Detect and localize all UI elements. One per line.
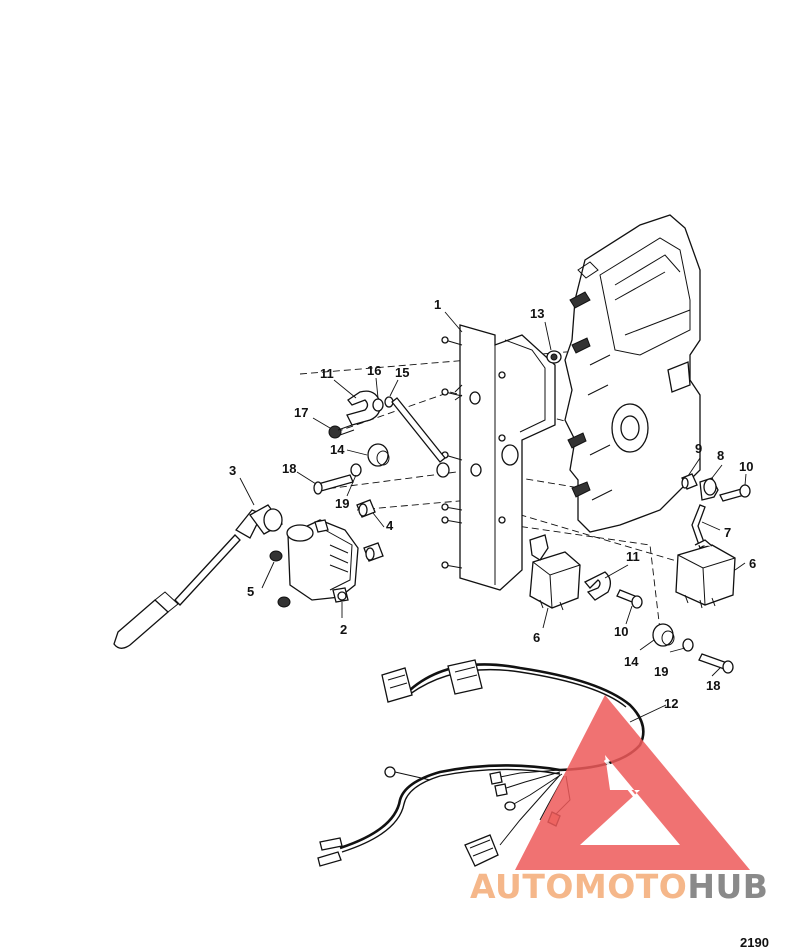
callout-14-right: 14 [624,654,639,669]
electrical-module-housing [564,214,701,533]
grommet-14-right [652,623,675,647]
grommet-14-left [367,443,390,467]
callout-16: 16 [367,363,381,378]
watermark-text: AUTOMOTOHUB [470,867,768,906]
grommet-8 [699,477,719,501]
bolt-18-left [313,474,354,495]
callout-4: 4 [386,518,394,533]
svg-text:AUTOMOTOHUB: AUTOMOTOHUB [470,867,768,906]
bolt-18-right [698,653,734,674]
washer-16 [372,398,384,412]
callout-6-left: 6 [533,630,540,645]
callout-5: 5 [247,584,254,599]
watermark-triangle-icon [515,695,750,870]
watermark-text-part1: AUTOMOTO [470,867,687,906]
callout-18-right: 18 [706,678,720,693]
watermark-text-part2: HUB [687,867,768,906]
cable-clamp-11-right [583,571,612,601]
callout-15: 15 [395,365,409,380]
ground-strap-15 [384,396,450,478]
callout-6-right: 6 [749,556,756,571]
callout-7: 7 [724,525,731,540]
spacer-4 [356,499,384,562]
nut-5 [269,550,291,608]
callout-11-right: 11 [626,549,640,564]
callout-9: 9 [695,441,702,456]
callout-10-bottom: 10 [614,624,628,639]
bolt-10-bottom [616,589,643,609]
callout-19-right: 19 [654,664,668,679]
washer-19-right [682,638,694,652]
wiring-harness [317,659,645,867]
callout-numbers: 1 13 11 16 15 17 14 18 19 3 4 5 2 9 8 10… [229,297,756,711]
callout-14-left: 14 [330,442,345,457]
callout-12: 12 [664,696,678,711]
mounting-bracket [441,324,556,591]
ignition-coil [286,519,359,603]
callout-11-left: 11 [320,366,334,381]
bolt-10-right [719,484,751,502]
cable-clamp-11-left [346,390,381,426]
callout-10-right: 10 [739,459,753,474]
callout-1: 1 [434,297,441,312]
washer-19-left [350,463,362,477]
callout-13: 13 [530,306,544,321]
leader-lines [239,311,747,723]
callout-19-left: 19 [335,496,349,511]
callout-8: 8 [717,448,724,463]
callout-2: 2 [340,622,347,637]
callout-17: 17 [294,405,308,420]
callout-3: 3 [229,463,236,478]
screw-17 [328,424,355,439]
relay-6-right [675,539,736,609]
callout-18-left: 18 [282,461,296,476]
diagram-reference-number: 2190 [740,935,769,950]
watermark-logo [515,695,750,870]
ignition-lead [113,504,283,649]
nut-13 [546,350,562,364]
relay-6-left [529,534,581,611]
